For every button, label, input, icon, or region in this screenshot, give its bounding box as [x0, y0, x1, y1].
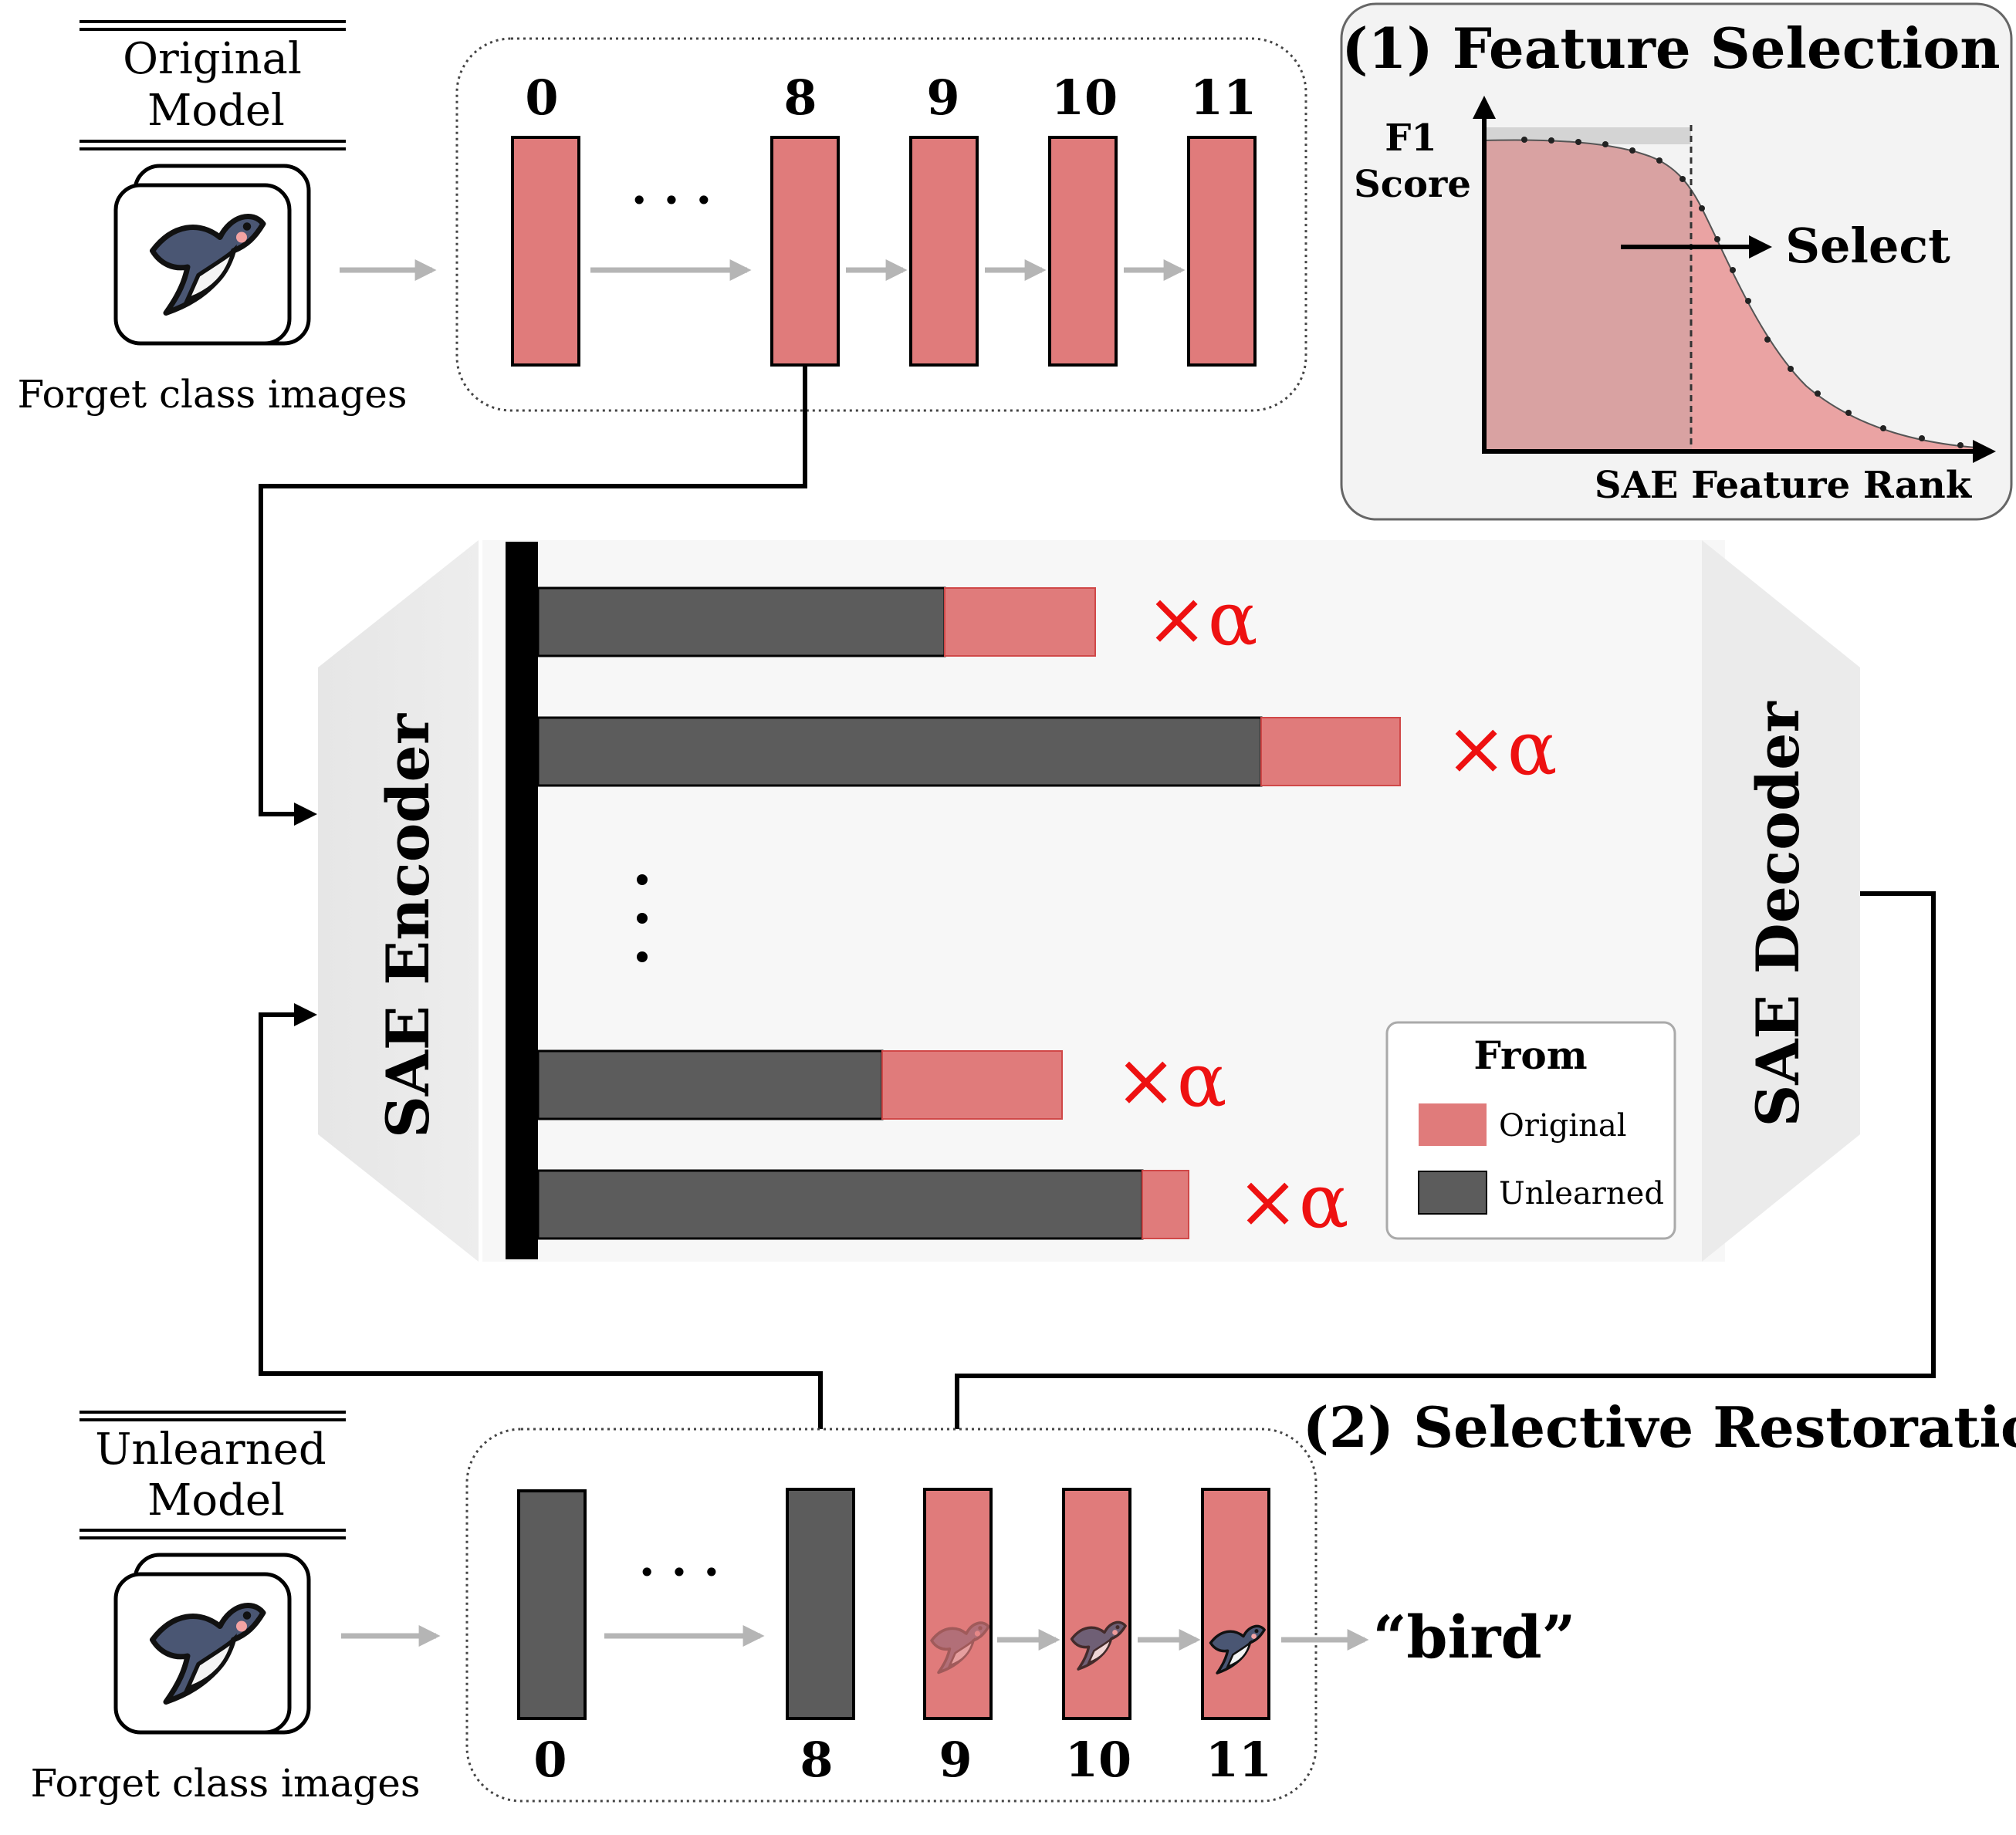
alpha-multiplier-1: ×α	[1145, 576, 1257, 662]
orig-layer-label-11: 11	[1190, 69, 1257, 126]
orig-layer-0	[511, 136, 580, 367]
legend: From Original Unlearned	[1385, 1021, 1676, 1240]
sae-decoder-label: SAE Decoder	[1744, 701, 1812, 1127]
feature-bar-3-original	[881, 1050, 1063, 1120]
unl-ellipsis: · · ·	[639, 1546, 719, 1600]
alpha-multiplier-3: ×α	[1115, 1037, 1226, 1124]
sae-block: SAE Encoder SAE Decoder ×α ×α ×α ×α From…	[318, 540, 1860, 1262]
original-model-title-line2: Model	[147, 86, 285, 136]
unlearned-model-title-line1: Unlearned	[95, 1424, 326, 1475]
original-layer-box: 0 8 9 10 11 · · ·	[455, 37, 1307, 412]
f1-label-line2: Score	[1354, 163, 1471, 206]
legend-title: From	[1473, 1032, 1587, 1078]
legend-swatch-original	[1419, 1103, 1487, 1146]
sae-encoder-label: SAE Encoder	[374, 713, 442, 1138]
legend-label-original: Original	[1499, 1108, 1627, 1144]
vertical-ellipsis	[637, 874, 648, 962]
orig-layer-label-10: 10	[1051, 69, 1118, 126]
select-label: Select	[1785, 218, 1950, 274]
unl-layer-9	[923, 1488, 993, 1720]
x-axis-label: SAE Feature Rank	[1595, 464, 1973, 507]
feature-bar-4-original	[1142, 1170, 1189, 1239]
sae-decoder-shape	[1702, 540, 1860, 1262]
unl-layer-label-9: 9	[939, 1732, 972, 1788]
unlearned-caption: Forget class images	[30, 1761, 420, 1806]
orig-layer-label-8: 8	[783, 69, 817, 126]
orig-layer-label-9: 9	[926, 69, 959, 126]
alpha-multiplier-2: ×α	[1445, 705, 1557, 792]
legend-swatch-unlearned	[1418, 1171, 1487, 1215]
orig-ellipsis: · · ·	[631, 174, 712, 228]
orig-layer-10	[1048, 136, 1118, 367]
feature-selection-panel: (1) Feature Selection F1 Score SAE Featu…	[1340, 2, 2013, 521]
feature-bar-1-unlearned	[536, 586, 946, 657]
unl-layer-10	[1062, 1488, 1131, 1720]
unl-layer-label-11: 11	[1206, 1732, 1272, 1788]
feature-bar-1-original	[944, 587, 1096, 657]
original-image-stack	[113, 164, 311, 346]
unlearned-image-stack	[113, 1553, 311, 1735]
feature-bar-2-unlearned	[536, 716, 1263, 787]
unl-layer-8	[786, 1488, 855, 1720]
f1-label-line1: F1	[1385, 117, 1436, 160]
restoration-title: (2) Selective Restoration	[1303, 1394, 2016, 1460]
output-label: “bird”	[1373, 1603, 1576, 1671]
decoder-to-layer9-connector	[945, 891, 1936, 1485]
feature-selection-title: (1) Feature Selection	[1341, 15, 2000, 81]
orig-layer-11	[1187, 136, 1257, 367]
unl-layer-11	[1201, 1488, 1270, 1720]
unlearned-model-header: Unlearned Model	[79, 1411, 346, 1539]
unl-layer-label-0: 0	[533, 1732, 567, 1788]
sae-encoder-shape	[318, 540, 479, 1262]
unl-layer-label-10: 10	[1065, 1732, 1131, 1788]
original-model-title-line1: Original	[123, 34, 302, 84]
original-caption: Forget class images	[17, 372, 407, 417]
latent-axis	[506, 542, 538, 1259]
layer8-to-encoder-connector	[259, 1003, 823, 1489]
orig-layer-9	[909, 136, 979, 367]
feature-bar-4-unlearned	[536, 1169, 1144, 1240]
unl-layer-0	[517, 1489, 587, 1720]
feature-bar-2-original	[1260, 717, 1401, 786]
feature-bar-3-unlearned	[536, 1049, 884, 1120]
unlearned-layer-box: · · · 0 8 9 10 11	[465, 1428, 1318, 1803]
original-model-header: Original Model	[79, 20, 346, 150]
unlearned-model-title-line2: Model	[147, 1475, 285, 1526]
orig-layer-8	[770, 136, 840, 367]
orig-layer-label-0: 0	[525, 69, 558, 126]
unl-layer-label-8: 8	[800, 1732, 833, 1788]
alpha-multiplier-4: ×α	[1236, 1158, 1348, 1245]
orig-to-encoder-connector	[259, 365, 807, 826]
legend-label-unlearned: Unlearned	[1499, 1176, 1664, 1212]
